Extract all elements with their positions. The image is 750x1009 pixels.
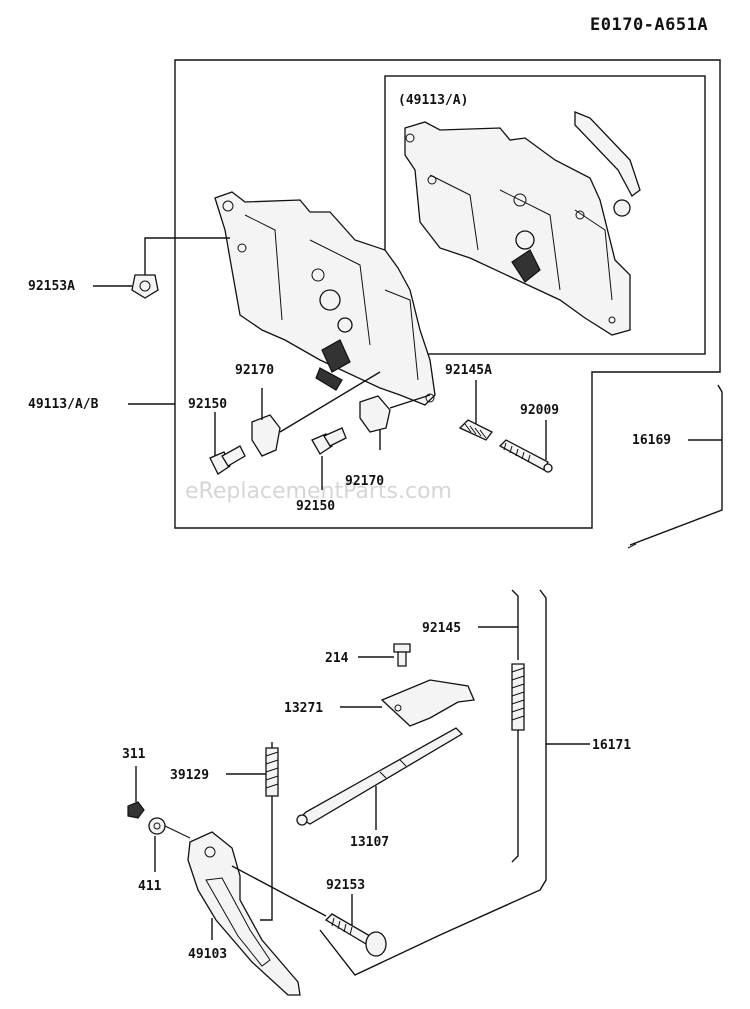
part-92145A-drawing [458,380,493,441]
governor-plate-drawing [214,191,436,406]
part-16169-drawing [627,384,723,549]
label-49103: 49103 [188,947,227,962]
label-39129: 39129 [170,768,209,783]
part-13271-drawing [340,679,475,727]
part-13107-drawing [296,727,464,830]
label-311: 311 [122,747,146,762]
inset-box [384,75,706,355]
label-92170b: 92170 [345,474,384,489]
part-311-drawing [127,766,145,819]
label-92145: 92145 [422,621,461,636]
inset-label: (49113/A) [398,93,468,108]
label-92153A: 92153A [28,279,75,294]
label-92153: 92153 [326,878,365,893]
label-92150a: 92150 [188,397,227,412]
part-16171-drawing [319,589,590,976]
part-39129-drawing [226,742,279,921]
part-92153-drawing [231,865,387,957]
label-214: 214 [325,651,349,666]
label-92150b: 92150 [296,499,335,514]
label-13107: 13107 [350,835,389,850]
part-92150a-drawing [209,412,246,475]
label-92145A: 92145A [445,363,492,378]
part-92150b-drawing [311,427,347,490]
part-92153A-drawing [131,237,230,299]
part-92170a-drawing [251,371,381,457]
part-49103-drawing [187,831,301,996]
label-92009: 92009 [520,403,559,418]
part-411-drawing [148,817,191,872]
assembly-box [174,59,721,529]
part-92009-drawing [498,420,553,473]
label-411: 411 [138,879,162,894]
watermark: eReplacementParts.com [185,479,452,504]
label-49113AB: 49113/A/B [28,397,99,412]
label-16171: 16171 [592,738,631,753]
diagram-code: E0170-A651A [590,15,708,35]
part-92145-drawing [478,589,525,863]
inset-plate-drawing [404,111,641,336]
part-92170b-drawing [359,394,431,450]
part-214-drawing [358,643,411,667]
label-16169: 16169 [632,433,671,448]
label-92170a: 92170 [235,363,274,378]
label-13271: 13271 [284,701,323,716]
